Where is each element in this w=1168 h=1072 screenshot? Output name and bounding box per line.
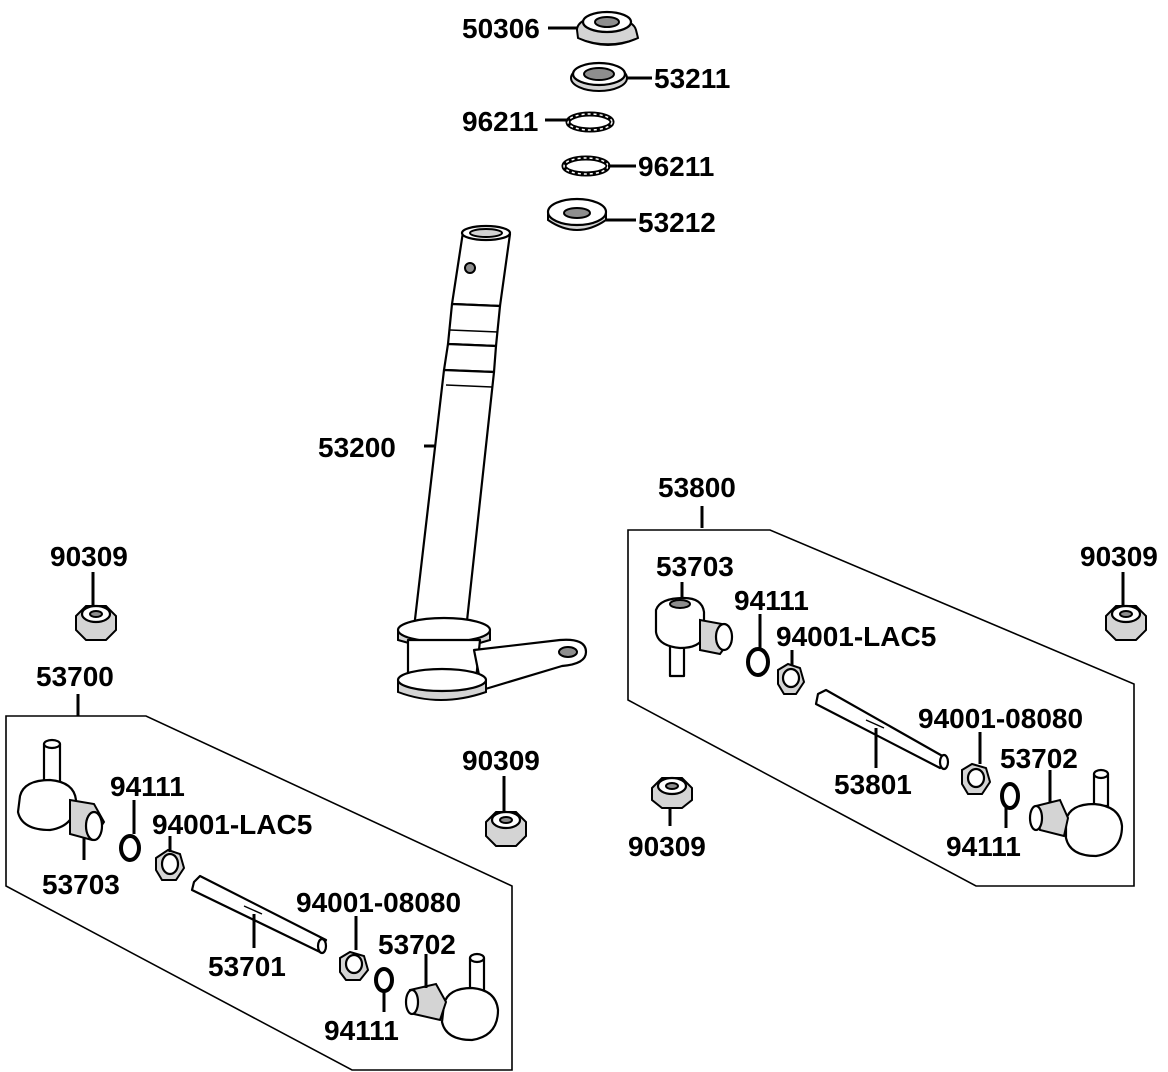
label-53700: 53700 [36, 661, 114, 692]
part-94001-LAC5-nut-left [155, 848, 186, 881]
part-90309-nut-left [75, 604, 117, 641]
label-90309-right: 90309 [1080, 541, 1158, 572]
part-94111-washer-right-bottom [1000, 782, 1020, 810]
label-90309-lower: 90309 [628, 831, 706, 862]
label-53200: 53200 [318, 432, 396, 463]
label-53702-right: 53702 [1000, 743, 1078, 774]
part-94111-washer-left-top [119, 834, 141, 862]
label-53701: 53701 [208, 951, 286, 982]
part-96211-washer-lower [561, 155, 611, 177]
part-53703-tie-rod-end-right [654, 596, 734, 678]
part-94001-08080-nut-right [961, 762, 992, 795]
label-53702-left: 53702 [378, 929, 456, 960]
part-50306-cap [575, 10, 640, 46]
label-53212: 53212 [638, 207, 716, 238]
part-53200-steering-shaft [396, 224, 588, 701]
label-94111-right-top: 94111 [734, 585, 809, 616]
part-94001-LAC5-nut-right [777, 662, 806, 695]
part-94111-washer-right-top [746, 647, 770, 677]
label-96211-upper: 96211 [462, 106, 538, 137]
label-94111-left-top: 94111 [110, 771, 185, 802]
part-94111-washer-left-bottom [374, 967, 394, 993]
part-96211-washer-upper [565, 111, 615, 133]
group-box-53700 [5, 715, 513, 1071]
label-94001-08080-left: 94001-08080 [296, 887, 461, 918]
label-53211: 53211 [654, 63, 730, 94]
label-90309-left: 90309 [50, 541, 128, 572]
label-53703-right: 53703 [656, 551, 734, 582]
part-53801-rod [814, 688, 950, 771]
part-53702-tie-rod-end-left [404, 952, 500, 1042]
part-53211-bearing [570, 61, 628, 92]
label-94001-LAC5-right: 94001-LAC5 [776, 621, 936, 652]
part-90309-nut-center [485, 810, 527, 847]
label-94001-LAC5-left: 94001-LAC5 [152, 809, 312, 840]
part-53702-tie-rod-end-right [1028, 768, 1124, 858]
label-94111-right-bottom: 94111 [946, 831, 1021, 862]
label-53703-left: 53703 [42, 869, 120, 900]
part-90309-nut-lower [651, 776, 693, 809]
part-53703-tie-rod-end-left [16, 738, 106, 842]
label-96211-lower: 96211 [638, 151, 714, 182]
label-53801: 53801 [834, 769, 912, 800]
part-90309-nut-right [1105, 604, 1147, 641]
label-90309-center: 90309 [462, 745, 540, 776]
part-53701-rod [190, 874, 328, 955]
label-50306: 50306 [462, 13, 540, 44]
group-box-53800 [627, 529, 1135, 887]
label-94001-08080-right: 94001-08080 [918, 703, 1083, 734]
part-94001-08080-nut-left [339, 950, 370, 981]
part-53212-cup [546, 197, 608, 231]
label-53800: 53800 [658, 472, 736, 503]
label-94111-left-bottom: 94111 [324, 1015, 399, 1046]
